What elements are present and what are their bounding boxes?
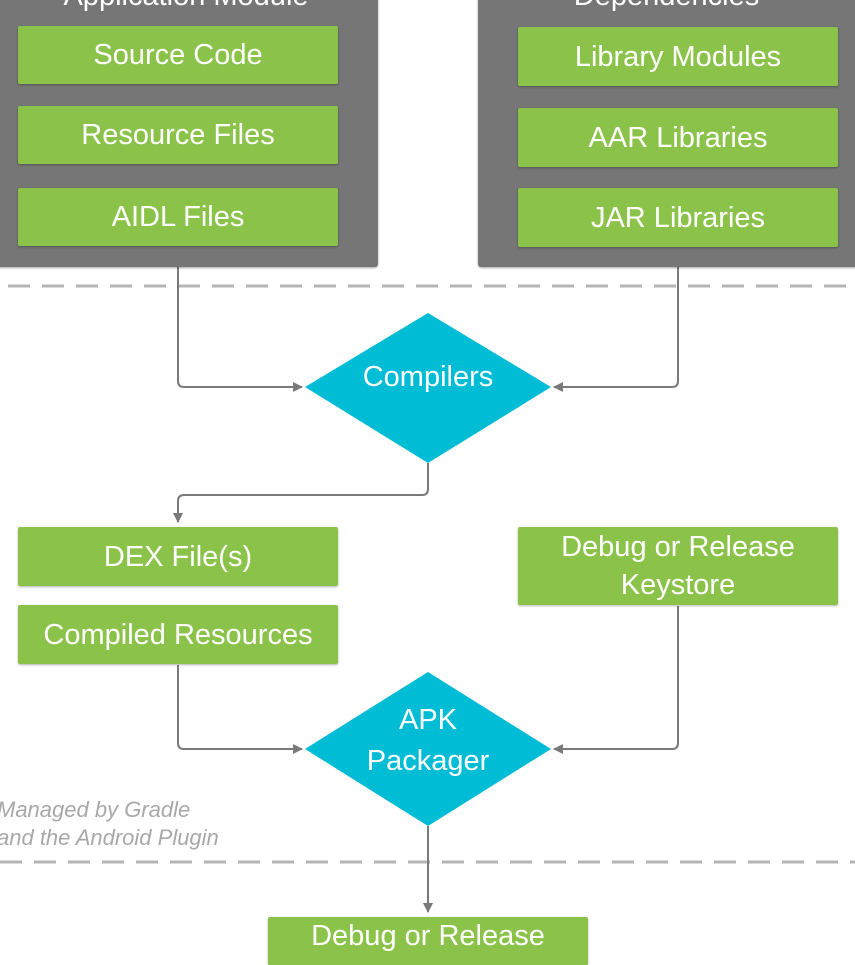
connector-keystore-to-packager (553, 606, 679, 754)
apk-packager-diamond (305, 672, 551, 826)
aidl-files-box: AIDL Files (18, 188, 338, 246)
keystore-line-1: Debug or Release (561, 531, 795, 563)
dependencies-title: Dependencies (478, 0, 855, 11)
library-modules-box: Library Modules (518, 27, 838, 86)
keystore-line-2: Keystore (620, 569, 736, 601)
keystore-box: Debug or Release Keystore (518, 527, 838, 605)
dex-files-box: DEX File(s) (18, 527, 338, 586)
managed-by-gradle-note: Managed by Gradle and the Android Plugin (0, 796, 219, 852)
managed-note-line-1: Managed by Gradle (0, 797, 191, 822)
resource-files-box: Resource Files (18, 106, 338, 164)
final-apk-line-1: Debug or Release (311, 920, 545, 952)
compilers-label: Compilers (362, 361, 494, 393)
managed-note-line-2: and the Android Plugin (0, 825, 219, 850)
connector-app-to-compilers (177, 267, 303, 392)
compilers-diamond (305, 313, 551, 463)
connector-compilers-to-dex (173, 463, 429, 523)
apk-packager-line-1: APK (398, 704, 458, 736)
apk-packager-line-2: Packager (366, 745, 490, 777)
connector-resources-to-packager (177, 665, 303, 754)
application-module-title: Application Module (0, 0, 378, 11)
aar-libraries-box: AAR Libraries (518, 108, 838, 167)
apk-packager-label: APK Packager (305, 700, 551, 782)
compiled-resources-box: Compiled Resources (18, 605, 338, 664)
source-code-box: Source Code (18, 26, 338, 84)
connector-deps-to-compilers (553, 267, 679, 392)
final-apk-box: Debug or Release (268, 917, 588, 965)
jar-libraries-box: JAR Libraries (518, 188, 838, 247)
